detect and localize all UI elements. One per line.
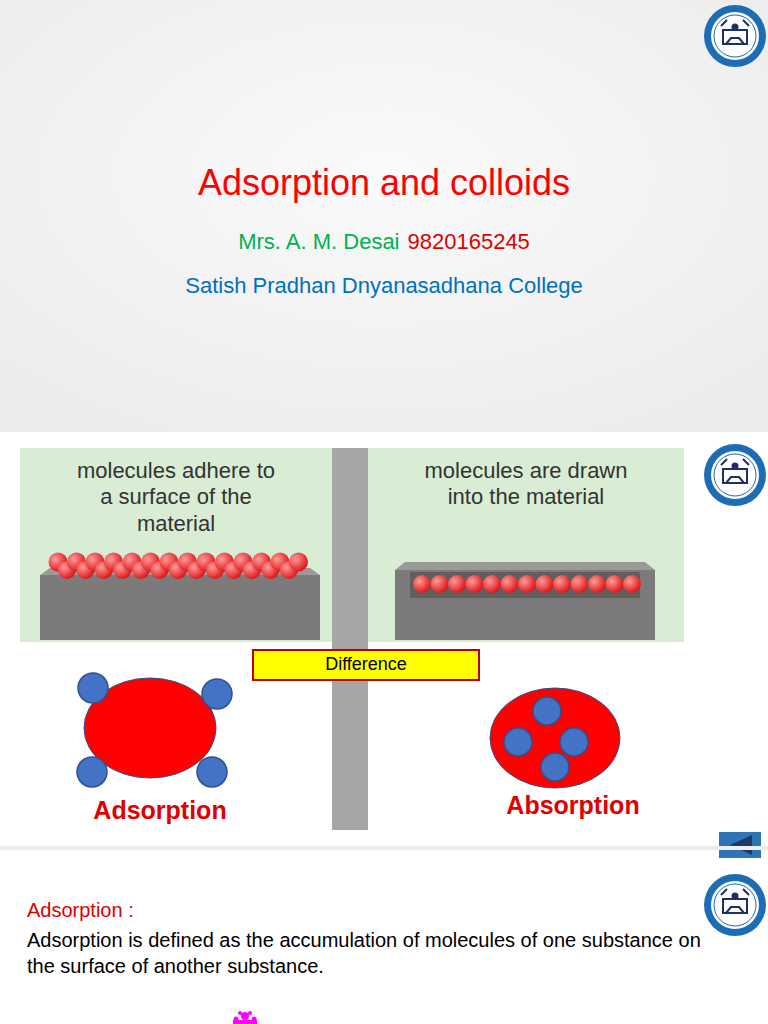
tray-rim [395, 562, 655, 570]
slide-gap [0, 846, 768, 850]
molecule [571, 575, 589, 593]
molecule [483, 575, 501, 593]
molecule [504, 728, 532, 756]
slide-background [0, 0, 768, 432]
adsorbed-molecules [49, 553, 309, 580]
molecule [560, 728, 588, 756]
node-text: molecules adhere to a surface of the mat… [71, 458, 281, 537]
molecule [536, 575, 554, 593]
molecule [466, 575, 484, 593]
slide-background [0, 432, 768, 846]
molecule [448, 575, 466, 593]
tray [40, 575, 320, 640]
node-text: molecules are drawn into the material [421, 458, 631, 511]
molecule [553, 575, 571, 593]
author-name: Mrs. A. M. Desai [238, 229, 399, 255]
college-logo [704, 5, 766, 67]
absorbed-molecules [413, 575, 641, 593]
photo-caption-panel: molecules adhere to a surface of the mat… [20, 448, 332, 558]
node-text: Difference [268, 654, 464, 676]
college-logo [704, 444, 766, 506]
absorbent-body [490, 688, 620, 788]
molecule [541, 753, 569, 781]
molecule [588, 575, 606, 593]
decor-figure [233, 1011, 257, 1024]
tray-well [410, 572, 640, 598]
back-button [719, 832, 761, 858]
molecule [202, 679, 232, 709]
slide-title: Adsorption and colloids [198, 162, 570, 204]
college-name: Satish Pradhan Dnyanasadhana College [185, 273, 583, 299]
molecule [606, 575, 624, 593]
figure-caption: Absorption [506, 790, 639, 820]
molecule [289, 553, 308, 572]
college-logo [704, 874, 766, 936]
molecule [501, 575, 519, 593]
tray [395, 570, 655, 640]
photo-caption-panel: molecules are drawn into the material [368, 448, 684, 558]
back-arrow [730, 835, 752, 855]
phone-number: 9820165245 [408, 229, 530, 255]
molecule [413, 575, 431, 593]
author-line: Mrs. A. M. Desai 9820165245 [0, 229, 768, 255]
section-heading: Adsorption : [27, 898, 134, 922]
definition-text: Adsorption is defined as the accumulatio… [27, 927, 717, 979]
molecule [518, 575, 536, 593]
molecule [623, 575, 641, 593]
figure-caption: Adsorption [93, 795, 226, 825]
molecule [431, 575, 449, 593]
molecule [197, 757, 227, 787]
difference-box: Difference [252, 649, 480, 681]
divider-bar [332, 448, 368, 830]
molecule [78, 673, 108, 703]
molecule [533, 697, 561, 725]
molecule [77, 757, 107, 787]
